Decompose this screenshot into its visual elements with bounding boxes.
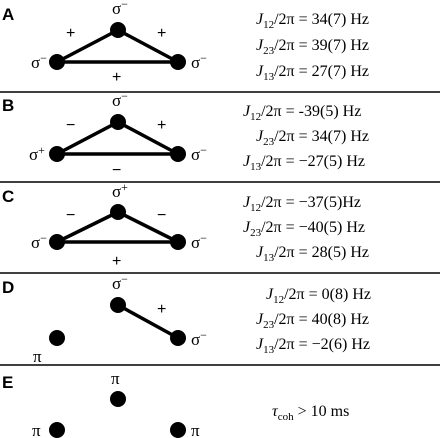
equation-j23: J23/2π = −40(5) Hz	[243, 219, 365, 239]
site-right-dot	[170, 54, 186, 70]
site-right-dot	[170, 146, 186, 162]
equation-j13: J13/2π = 27(7) Hz	[256, 63, 369, 83]
site-left-dot	[49, 330, 65, 346]
panel-label: C	[2, 187, 14, 206]
site-right-dot	[170, 422, 186, 438]
site-top-dot	[110, 22, 126, 38]
bond-right	[117, 210, 179, 244]
sign-right-edge: +	[157, 301, 166, 318]
sign-left-edge: −	[66, 207, 75, 224]
bond-left	[56, 210, 119, 244]
bond-right	[117, 303, 179, 340]
equation-j13: J13/2π = −2(6) Hz	[256, 336, 370, 356]
equation-tau-coh: τcoh > 10 ms	[272, 403, 349, 423]
site-right-label: σ−	[191, 231, 207, 252]
panel-d: D σ− π σ− + J12/2π = 0(8) Hz J23/2π = 40…	[2, 272, 371, 366]
site-left-dot	[49, 234, 65, 250]
site-top-dot	[110, 297, 126, 313]
site-right-label: σ−	[191, 143, 207, 164]
bond-right	[117, 28, 179, 64]
bond-right	[117, 120, 179, 156]
panel-separators	[0, 91, 440, 366]
equation-j23: J23/2π = 39(7) Hz	[256, 37, 369, 57]
site-left-dot	[49, 422, 65, 438]
panel-b: B σ− σ+ σ− − + − J12/2π = -39(5) Hz J23/…	[2, 89, 369, 179]
site-top-label: π	[111, 369, 120, 388]
site-top-dot	[110, 391, 126, 407]
bond-left	[56, 120, 119, 156]
sign-right-edge: +	[157, 25, 166, 42]
sign-left-edge: +	[66, 25, 75, 42]
sign-right-edge: −	[157, 207, 166, 224]
sign-bottom-edge: +	[112, 69, 121, 86]
equation-j23: J23/2π = 40(8) Hz	[256, 311, 369, 331]
equation-j12: J12/2π = −37(5)Hz	[243, 194, 361, 214]
panel-label: B	[2, 96, 14, 115]
site-top-label: σ−	[112, 89, 128, 110]
site-left-label: π	[33, 347, 42, 366]
equation-j23: J23/2π = 34(7) Hz	[256, 128, 369, 148]
site-left-dot	[49, 54, 65, 70]
sign-bottom-edge: +	[112, 253, 121, 270]
sign-left-edge: −	[66, 117, 75, 134]
site-left-label: σ−	[31, 51, 47, 72]
site-top-dot	[110, 114, 126, 130]
bond-left	[56, 28, 119, 64]
site-right-dot	[170, 234, 186, 250]
sign-right-edge: +	[157, 117, 166, 134]
equation-j12: J12/2π = -39(5) Hz	[243, 103, 361, 123]
site-left-label: σ−	[31, 231, 47, 252]
sign-bottom-edge: −	[112, 162, 121, 179]
site-top-label: σ+	[112, 180, 128, 201]
site-right-label: π	[191, 421, 200, 438]
panel-e: E π π π τcoh > 10 ms	[2, 369, 349, 438]
panel-a: A σ− σ− σ− + + + J12/2π = 34(7) Hz J23/2…	[2, 0, 369, 86]
equation-j12: J12/2π = 0(8) Hz	[266, 286, 371, 306]
site-right-dot	[170, 330, 186, 346]
site-top-dot	[110, 204, 126, 220]
equation-j12: J12/2π = 34(7) Hz	[256, 11, 369, 31]
panel-c: C σ+ σ− σ− − − + J12/2π = −37(5)Hz J23/2…	[2, 180, 369, 270]
site-left-label: π	[32, 421, 41, 438]
site-left-label: σ+	[29, 143, 45, 164]
panel-label: A	[2, 5, 14, 24]
site-left-dot	[49, 146, 65, 162]
equation-j13: J13/2π = −27(5) Hz	[243, 153, 365, 173]
site-right-label: σ−	[191, 51, 207, 72]
site-right-label: σ−	[191, 328, 207, 349]
site-top-label: σ−	[112, 272, 128, 293]
equation-j13: J13/2π = 28(5) Hz	[256, 244, 369, 264]
panel-label: E	[2, 373, 13, 392]
site-top-label: σ−	[112, 0, 128, 18]
panel-label: D	[2, 278, 14, 297]
